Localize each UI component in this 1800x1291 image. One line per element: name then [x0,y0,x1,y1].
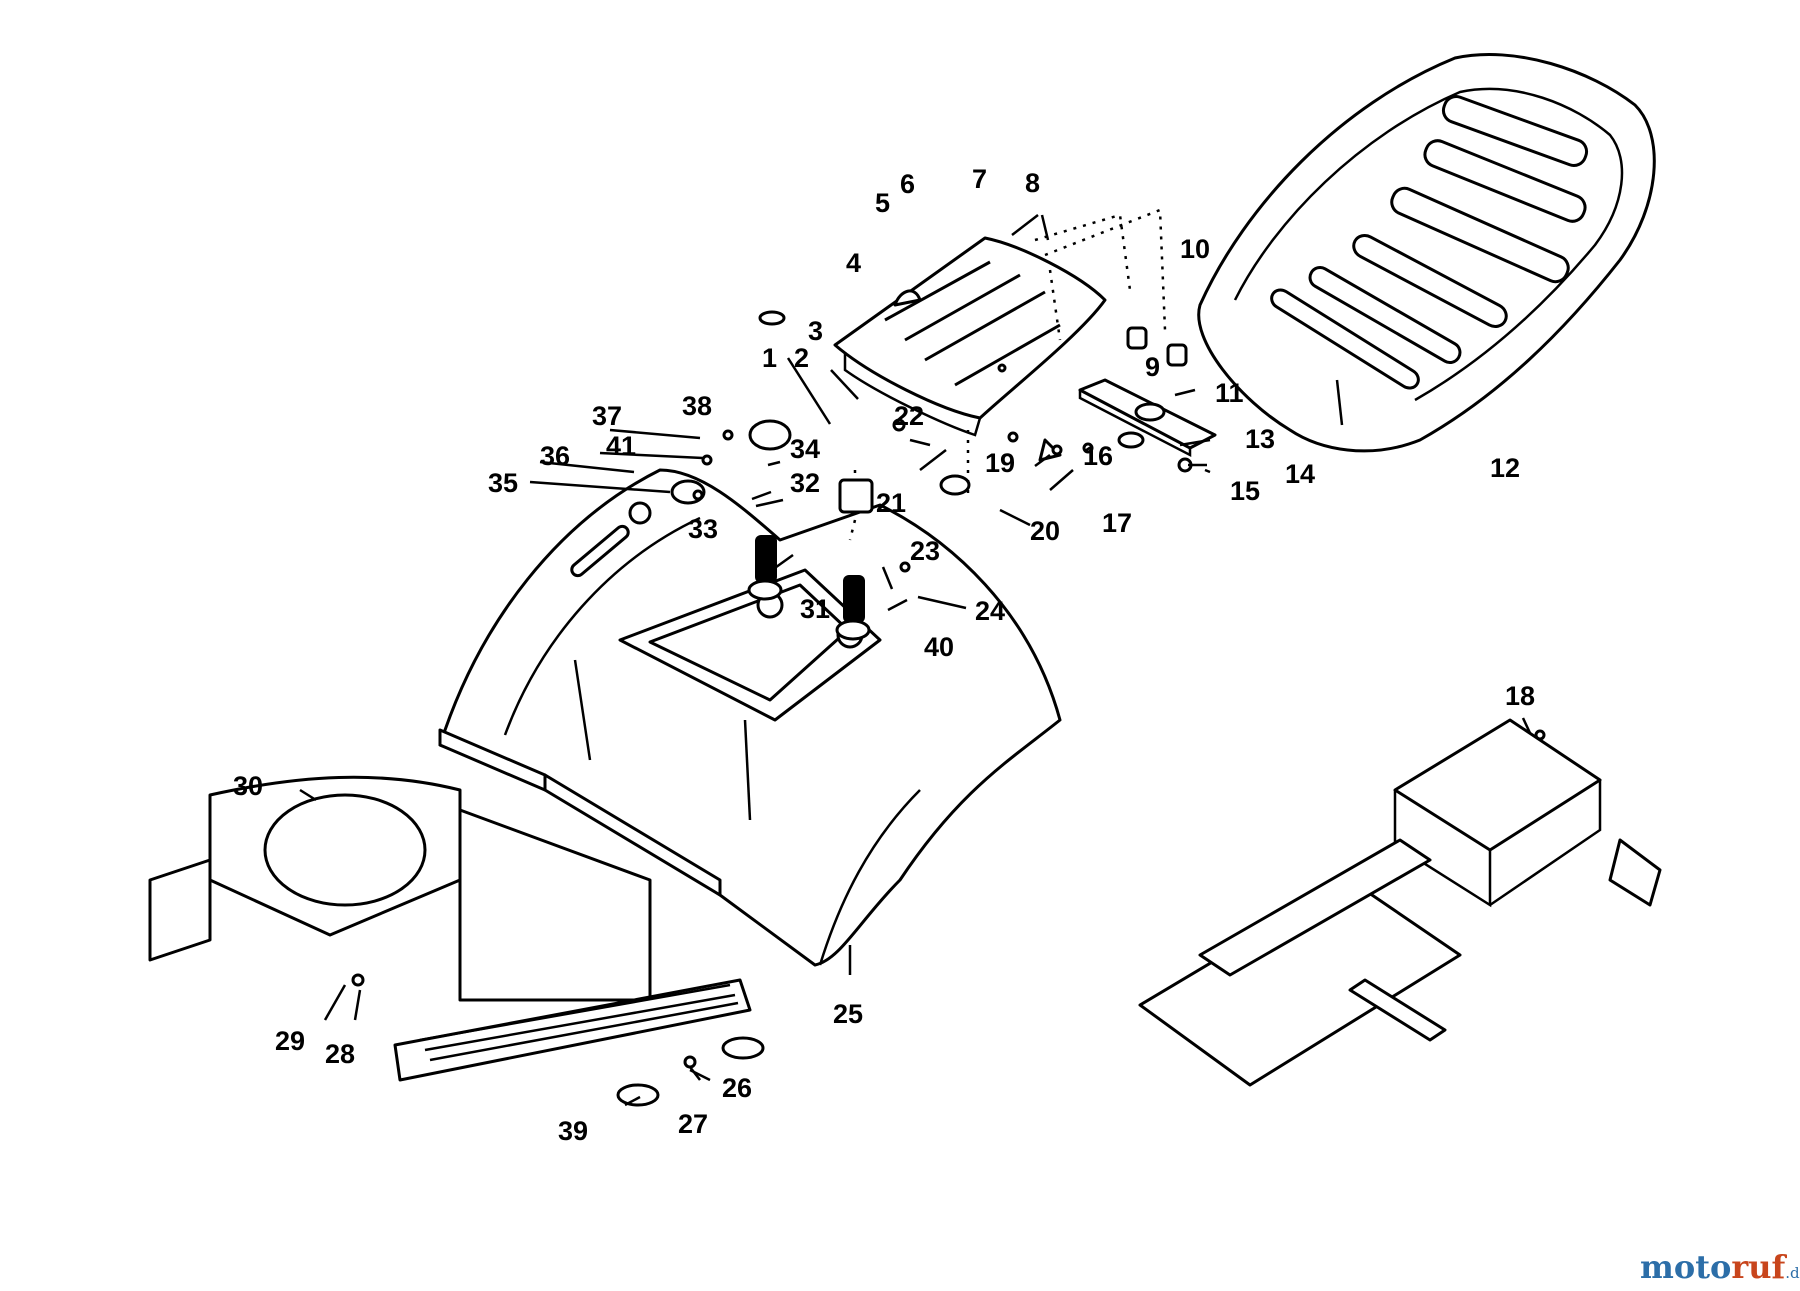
callout-1: 1 [762,343,777,373]
callout-37: 37 [592,401,622,431]
seat-bracket [1078,378,1217,458]
callout-23: 23 [910,536,940,566]
callout-16: 16 [1083,441,1113,471]
assembly-lines [848,208,1167,541]
callout-8: 8 [1025,168,1040,198]
callout-35: 35 [488,468,518,498]
callout-26: 26 [722,1073,752,1103]
fender [438,468,1062,967]
callout-27: 27 [678,1109,708,1139]
frame-chassis [1138,718,1662,1087]
callout-36: 36 [540,441,570,471]
callout-12: 12 [1490,453,1520,483]
hardware [351,289,1546,1107]
callout-2: 2 [794,343,809,373]
callout-40: 40 [924,632,954,662]
callout-18: 18 [1505,681,1535,711]
callout-6: 6 [900,169,915,199]
watermark-part1: moto [1640,1248,1731,1286]
callout-28: 28 [325,1039,355,1069]
watermark-logo: motoruf.de [1640,1248,1800,1286]
callout-30: 30 [233,771,263,801]
callout-34: 34 [790,434,820,464]
callout-31: 31 [800,594,830,624]
leader-lines [299,214,1532,1107]
callout-10: 10 [1180,234,1210,264]
callout-21: 21 [876,488,906,518]
footrest-platform [148,775,752,1082]
callout-labels: 1 2 3 4 5 6 7 8 9 10 11 12 13 14 15 16 1… [233,164,1535,1146]
svg-text:motoruf.de: motoruf.de [1640,1248,1800,1286]
callout-11: 11 [1215,378,1244,408]
callout-33: 33 [688,514,718,544]
callout-14: 14 [1285,459,1315,489]
callout-9: 9 [1145,352,1160,382]
callout-13: 13 [1245,424,1275,454]
callout-24: 24 [975,596,1005,626]
seat [1197,53,1656,453]
callout-7: 7 [972,164,987,194]
callout-32: 32 [790,468,820,498]
callout-29: 29 [275,1026,305,1056]
callout-3: 3 [808,316,823,346]
callout-41: 41 [606,431,636,461]
seat-pan [833,236,1107,437]
callout-20: 20 [1030,516,1060,546]
watermark-part2: ruf [1731,1248,1787,1286]
callout-17: 17 [1102,508,1132,538]
callout-39: 39 [558,1116,588,1146]
callout-25: 25 [833,999,863,1029]
watermark-suffix: .de [1785,1264,1800,1282]
callout-15: 15 [1230,476,1260,506]
callout-38: 38 [682,391,712,421]
callout-22: 22 [894,401,924,431]
callout-19: 19 [985,448,1015,478]
callout-4: 4 [846,248,861,278]
callout-5: 5 [875,188,890,218]
